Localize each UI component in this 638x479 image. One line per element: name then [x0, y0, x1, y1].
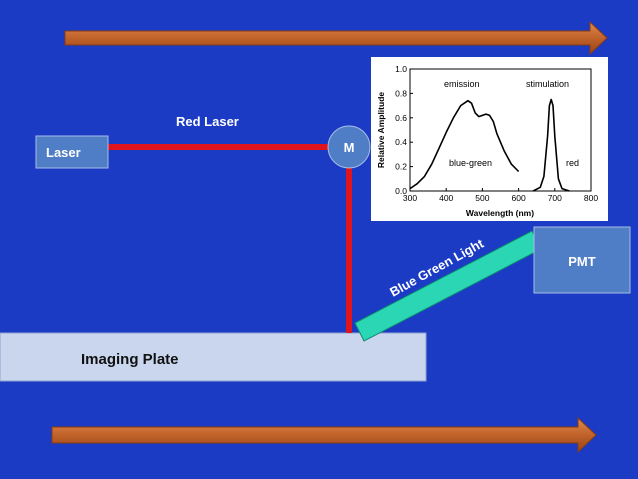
- y-tick-label: 0.6: [395, 113, 407, 123]
- x-tick-label: 600: [512, 193, 526, 203]
- red-laser-label: Red Laser: [176, 114, 239, 129]
- mirror-circle: [327, 125, 371, 169]
- y-tick-label: 0.0: [395, 186, 407, 196]
- pmt-label: PMT: [568, 254, 596, 269]
- y-tick-label: 1.0: [395, 64, 407, 74]
- chart-plot-area: [409, 68, 592, 192]
- y-axis-label: Relative Amplitude: [376, 92, 386, 168]
- annotation-red: red: [566, 158, 579, 168]
- y-tick-label: 0.4: [395, 137, 407, 147]
- imaging-plate-label: Imaging Plate: [81, 351, 179, 368]
- laser-label: Laser: [46, 145, 81, 160]
- mirror-label: M: [344, 140, 355, 155]
- x-tick-label: 300: [403, 193, 417, 203]
- blue-green-light-beam: [354, 230, 542, 342]
- imaging-plate: [0, 332, 427, 382]
- x-tick-label: 500: [475, 193, 489, 203]
- emission-curve: [409, 99, 520, 190]
- x-tick-label: 800: [584, 193, 598, 203]
- pmt-box: [533, 226, 631, 294]
- x-tick-label: 700: [548, 193, 562, 203]
- top-arrow: [64, 20, 608, 56]
- bottom-arrow: [51, 416, 597, 454]
- stimulation-curve: [532, 98, 570, 192]
- laser-box: [35, 135, 109, 169]
- annotation-emission: emission: [444, 79, 480, 89]
- x-axis-label: Wavelength (nm): [466, 208, 534, 218]
- y-tick-label: 0.8: [395, 88, 407, 98]
- x-tick-label: 400: [439, 193, 453, 203]
- annotation-stimulation: stimulation: [526, 79, 569, 89]
- annotation-blue-green: blue-green: [449, 158, 492, 168]
- y-tick-label: 0.2: [395, 162, 407, 172]
- spectrum-chart: 300 400 500 600 700 800 0.0 0.2 0.4 0.6 0.8 1.0 emi…: [371, 57, 608, 221]
